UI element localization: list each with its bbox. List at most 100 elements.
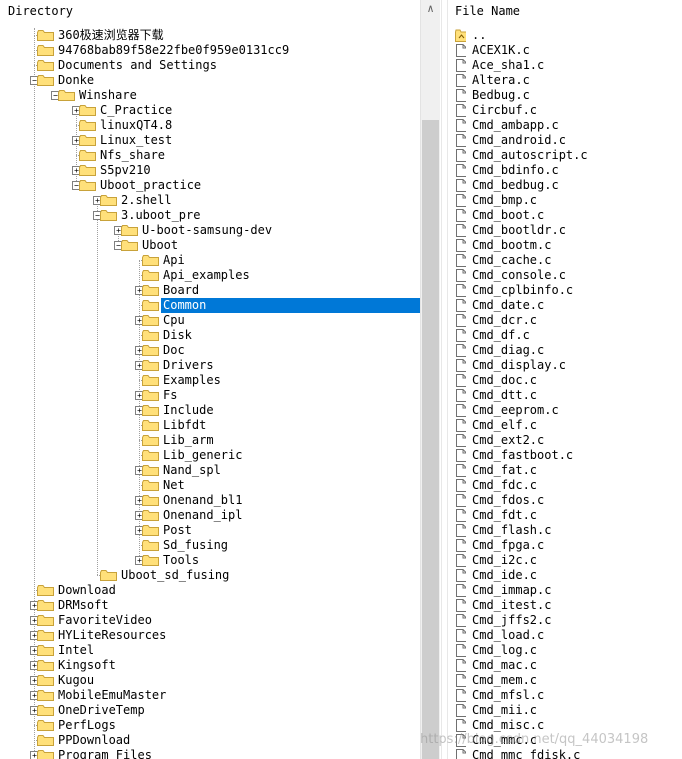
- tree-item[interactable]: +FavoriteVideo: [0, 613, 420, 628]
- file-entry[interactable]: Cmd_mfsl.c: [452, 688, 682, 703]
- tree-item[interactable]: +Kugou: [0, 673, 420, 688]
- tree-item[interactable]: +Nand_spl: [0, 463, 420, 478]
- tree-item[interactable]: +Post: [0, 523, 420, 538]
- tree-item[interactable]: +Program Files: [0, 748, 420, 759]
- file-entry[interactable]: Ace_sha1.c: [452, 58, 682, 73]
- file-entry[interactable]: Altera.c: [452, 73, 682, 88]
- file-entry[interactable]: Cmd_ext2.c: [452, 433, 682, 448]
- tree-item[interactable]: +Tools: [0, 553, 420, 568]
- file-entry[interactable]: Cmd_bootm.c: [452, 238, 682, 253]
- file-entry[interactable]: Cmd_date.c: [452, 298, 682, 313]
- tree-item[interactable]: Nfs_share: [0, 148, 420, 163]
- tree-item[interactable]: Lib_arm: [0, 433, 420, 448]
- tree-item[interactable]: +MobileEmuMaster: [0, 688, 420, 703]
- tree-item[interactable]: PPDownload: [0, 733, 420, 748]
- directory-scrollbar[interactable]: ∧: [420, 0, 440, 759]
- file-entry[interactable]: Cmd_misc.c: [452, 718, 682, 733]
- tree-item[interactable]: −Uboot: [0, 238, 420, 253]
- tree-item[interactable]: +C_Practice: [0, 103, 420, 118]
- file-entry[interactable]: Cmd_dtt.c: [452, 388, 682, 403]
- file-entry[interactable]: Cmd_fdt.c: [452, 508, 682, 523]
- file-entry[interactable]: Cmd_boot.c: [452, 208, 682, 223]
- tree-item[interactable]: +HYLiteResources: [0, 628, 420, 643]
- file-entry[interactable]: Cmd_mmc.c: [452, 733, 682, 748]
- file-entry[interactable]: Cmd_doc.c: [452, 373, 682, 388]
- file-entry[interactable]: Cmd_i2c.c: [452, 553, 682, 568]
- tree-item[interactable]: Disk: [0, 328, 420, 343]
- tree-item[interactable]: +Onenand_bl1: [0, 493, 420, 508]
- tree-item[interactable]: 360极速浏览器下载: [0, 28, 420, 43]
- file-entry[interactable]: Cmd_diag.c: [452, 343, 682, 358]
- tree-item[interactable]: +Kingsoft: [0, 658, 420, 673]
- tree-item[interactable]: Lib_generic: [0, 448, 420, 463]
- file-entry[interactable]: Cmd_itest.c: [452, 598, 682, 613]
- tree-item[interactable]: +Include: [0, 403, 420, 418]
- parent-folder-entry[interactable]: ..: [452, 28, 682, 43]
- tree-item[interactable]: Uboot_sd_fusing: [0, 568, 420, 583]
- tree-item[interactable]: −Uboot_practice: [0, 178, 420, 193]
- tree-item[interactable]: −Winshare: [0, 88, 420, 103]
- file-entry[interactable]: Cmd_android.c: [452, 133, 682, 148]
- tree-item[interactable]: −3.uboot_pre: [0, 208, 420, 223]
- tree-item[interactable]: +DRMsoft: [0, 598, 420, 613]
- file-entry[interactable]: Cmd_cplbinfo.c: [452, 283, 682, 298]
- file-entry[interactable]: Cmd_ide.c: [452, 568, 682, 583]
- file-entry[interactable]: Cmd_bootldr.c: [452, 223, 682, 238]
- scroll-up-arrow-icon[interactable]: ∧: [427, 2, 434, 15]
- file-entry[interactable]: Cmd_bmp.c: [452, 193, 682, 208]
- file-entry[interactable]: Circbuf.c: [452, 103, 682, 118]
- file-entry[interactable]: Cmd_flash.c: [452, 523, 682, 538]
- tree-item[interactable]: Download: [0, 583, 420, 598]
- tree-item[interactable]: linuxQT4.8: [0, 118, 420, 133]
- file-entry[interactable]: Cmd_fdc.c: [452, 478, 682, 493]
- tree-item[interactable]: Examples: [0, 373, 420, 388]
- file-entry[interactable]: Cmd_immap.c: [452, 583, 682, 598]
- file-entry[interactable]: Cmd_ambapp.c: [452, 118, 682, 133]
- tree-item[interactable]: +2.shell: [0, 193, 420, 208]
- file-entry[interactable]: Cmd_mmc_fdisk.c: [452, 748, 682, 759]
- tree-item[interactable]: Sd_fusing: [0, 538, 420, 553]
- tree-item[interactable]: PerfLogs: [0, 718, 420, 733]
- tree-item[interactable]: Api_examples: [0, 268, 420, 283]
- tree-item[interactable]: Api: [0, 253, 420, 268]
- file-entry[interactable]: Cmd_df.c: [452, 328, 682, 343]
- tree-item[interactable]: +Board: [0, 283, 420, 298]
- file-entry[interactable]: Cmd_load.c: [452, 628, 682, 643]
- tree-item[interactable]: +Cpu: [0, 313, 420, 328]
- file-entry[interactable]: Cmd_autoscript.c: [452, 148, 682, 163]
- file-entry[interactable]: Cmd_bdinfo.c: [452, 163, 682, 178]
- tree-item[interactable]: Documents and Settings: [0, 58, 420, 73]
- tree-item[interactable]: Libfdt: [0, 418, 420, 433]
- file-entry[interactable]: Cmd_display.c: [452, 358, 682, 373]
- tree-item[interactable]: +Doc: [0, 343, 420, 358]
- pane-splitter[interactable]: [441, 0, 448, 759]
- file-entry[interactable]: Cmd_log.c: [452, 643, 682, 658]
- file-entry[interactable]: Cmd_mac.c: [452, 658, 682, 673]
- tree-item[interactable]: Common: [0, 298, 420, 313]
- file-entry[interactable]: ACEX1K.c: [452, 43, 682, 58]
- scrollbar-thumb[interactable]: [422, 120, 439, 759]
- file-entry[interactable]: Cmd_fpga.c: [452, 538, 682, 553]
- tree-item[interactable]: +Drivers: [0, 358, 420, 373]
- file-entry[interactable]: Cmd_jffs2.c: [452, 613, 682, 628]
- file-entry[interactable]: Cmd_fastboot.c: [452, 448, 682, 463]
- tree-item[interactable]: +Linux_test: [0, 133, 420, 148]
- tree-item[interactable]: +OneDriveTemp: [0, 703, 420, 718]
- file-entry[interactable]: Cmd_cache.c: [452, 253, 682, 268]
- file-entry[interactable]: Cmd_dcr.c: [452, 313, 682, 328]
- file-entry[interactable]: Bedbug.c: [452, 88, 682, 103]
- file-entry[interactable]: Cmd_mem.c: [452, 673, 682, 688]
- tree-item[interactable]: −Donke: [0, 73, 420, 88]
- tree-item[interactable]: +Onenand_ipl: [0, 508, 420, 523]
- file-entry[interactable]: Cmd_eeprom.c: [452, 403, 682, 418]
- file-entry[interactable]: Cmd_fdos.c: [452, 493, 682, 508]
- tree-item[interactable]: +S5pv210: [0, 163, 420, 178]
- file-entry[interactable]: Cmd_mii.c: [452, 703, 682, 718]
- file-entry[interactable]: Cmd_bedbug.c: [452, 178, 682, 193]
- tree-item[interactable]: Net: [0, 478, 420, 493]
- file-entry[interactable]: Cmd_fat.c: [452, 463, 682, 478]
- tree-item[interactable]: +U-boot-samsung-dev: [0, 223, 420, 238]
- file-entry[interactable]: Cmd_elf.c: [452, 418, 682, 433]
